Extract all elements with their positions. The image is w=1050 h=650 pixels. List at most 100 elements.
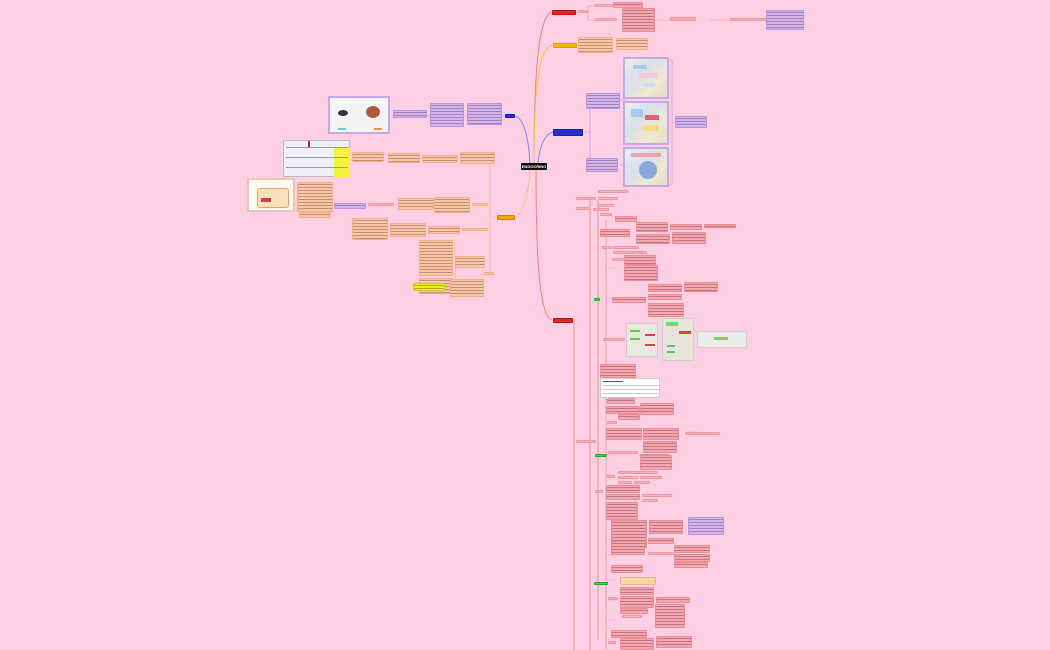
topic-node[interactable] bbox=[618, 471, 628, 474]
topic-node[interactable] bbox=[618, 476, 638, 479]
topic-node[interactable] bbox=[622, 615, 642, 618]
note-card[interactable] bbox=[766, 10, 804, 30]
topic-node[interactable] bbox=[685, 432, 720, 435]
branch-node-9[interactable] bbox=[594, 582, 608, 585]
note-card[interactable] bbox=[648, 538, 674, 544]
topic-node[interactable] bbox=[608, 451, 638, 454]
note-card[interactable] bbox=[606, 494, 640, 500]
branch-node-4[interactable] bbox=[553, 129, 583, 136]
topic-node[interactable] bbox=[613, 246, 639, 249]
branch-node-7[interactable] bbox=[594, 298, 600, 301]
topic-node[interactable] bbox=[670, 17, 696, 21]
note-card[interactable] bbox=[622, 8, 655, 32]
topic-node[interactable] bbox=[578, 10, 588, 13]
topic-node[interactable] bbox=[642, 494, 672, 497]
note-card[interactable] bbox=[388, 153, 420, 163]
note-card[interactable] bbox=[613, 2, 643, 8]
topic-node[interactable] bbox=[648, 552, 674, 555]
note-card[interactable] bbox=[600, 364, 636, 378]
topic-node[interactable] bbox=[612, 258, 624, 261]
topic-node[interactable] bbox=[576, 440, 596, 443]
topic-node[interactable] bbox=[484, 272, 494, 275]
note-card[interactable] bbox=[428, 226, 460, 234]
note-card[interactable] bbox=[648, 284, 682, 292]
note-card[interactable] bbox=[643, 428, 679, 440]
note-card[interactable] bbox=[624, 255, 656, 265]
note-card[interactable] bbox=[640, 455, 672, 470]
note-card[interactable] bbox=[606, 428, 642, 440]
note-card[interactable] bbox=[390, 223, 426, 237]
topic-node[interactable] bbox=[368, 203, 394, 206]
note-card[interactable] bbox=[455, 256, 485, 268]
note-card[interactable] bbox=[648, 294, 682, 300]
note-card[interactable] bbox=[600, 229, 630, 237]
note-card[interactable] bbox=[393, 110, 427, 118]
topic-node[interactable] bbox=[642, 499, 658, 502]
topic-node[interactable] bbox=[472, 203, 488, 206]
note-card[interactable] bbox=[430, 103, 464, 127]
topic-node[interactable] bbox=[603, 338, 625, 341]
note-card[interactable] bbox=[656, 597, 690, 603]
note-card[interactable] bbox=[704, 224, 736, 228]
note-card[interactable] bbox=[616, 38, 648, 50]
note-card[interactable] bbox=[636, 222, 668, 232]
topic-node[interactable] bbox=[598, 197, 618, 200]
note-card[interactable] bbox=[467, 103, 502, 125]
note-card[interactable] bbox=[624, 265, 658, 281]
note-card[interactable] bbox=[643, 441, 677, 453]
topic-node[interactable] bbox=[595, 490, 603, 493]
branch-node-1[interactable] bbox=[552, 10, 576, 15]
note-card[interactable] bbox=[606, 502, 638, 520]
note-card[interactable] bbox=[674, 545, 710, 553]
note-card[interactable] bbox=[450, 279, 484, 297]
topic-node[interactable] bbox=[628, 471, 658, 474]
topic-node[interactable] bbox=[462, 228, 488, 231]
note-card[interactable] bbox=[352, 218, 388, 240]
topic-node[interactable] bbox=[634, 481, 650, 484]
highlight-card[interactable] bbox=[413, 283, 445, 291]
topic-node[interactable] bbox=[730, 18, 758, 21]
topic-node[interactable] bbox=[595, 4, 613, 7]
note-card[interactable] bbox=[674, 554, 710, 562]
note-card[interactable] bbox=[607, 398, 635, 404]
topic-node[interactable] bbox=[613, 251, 647, 254]
note-card[interactable] bbox=[422, 155, 458, 163]
note-card[interactable] bbox=[586, 158, 618, 172]
note-card[interactable] bbox=[606, 485, 640, 493]
branch-node-5[interactable] bbox=[497, 215, 515, 220]
note-card[interactable] bbox=[611, 565, 643, 573]
topic-node[interactable] bbox=[608, 597, 618, 600]
branch-node-3[interactable] bbox=[505, 114, 515, 118]
root-node[interactable]: ENDOCRINO bbox=[521, 163, 547, 170]
note-card[interactable] bbox=[586, 93, 620, 109]
note-card[interactable] bbox=[334, 203, 366, 209]
note-card[interactable] bbox=[636, 234, 670, 244]
topic-node[interactable] bbox=[607, 421, 617, 424]
note-card[interactable] bbox=[434, 197, 470, 213]
topic-node[interactable] bbox=[598, 190, 628, 193]
note-card[interactable] bbox=[297, 182, 333, 212]
note-card[interactable] bbox=[640, 403, 674, 415]
note-card[interactable] bbox=[670, 224, 702, 230]
topic-node[interactable] bbox=[576, 207, 590, 210]
topic-node[interactable] bbox=[595, 18, 617, 21]
note-card[interactable] bbox=[674, 562, 708, 568]
note-card[interactable] bbox=[460, 152, 495, 164]
topic-node[interactable] bbox=[607, 475, 615, 478]
note-card[interactable] bbox=[578, 37, 613, 53]
note-card[interactable] bbox=[620, 638, 654, 650]
note-card[interactable] bbox=[672, 232, 706, 244]
note-card[interactable] bbox=[618, 414, 640, 420]
branch-node-8[interactable] bbox=[595, 454, 607, 457]
note-card[interactable] bbox=[611, 630, 647, 638]
note-card[interactable] bbox=[419, 240, 453, 276]
note-card[interactable] bbox=[620, 596, 654, 608]
branch-node-2[interactable] bbox=[553, 43, 577, 48]
note-card[interactable] bbox=[648, 303, 684, 317]
note-card[interactable] bbox=[620, 587, 654, 595]
note-card[interactable] bbox=[611, 541, 645, 555]
topic-node[interactable] bbox=[618, 481, 632, 484]
note-card[interactable] bbox=[656, 636, 692, 648]
note-card[interactable] bbox=[620, 608, 648, 614]
